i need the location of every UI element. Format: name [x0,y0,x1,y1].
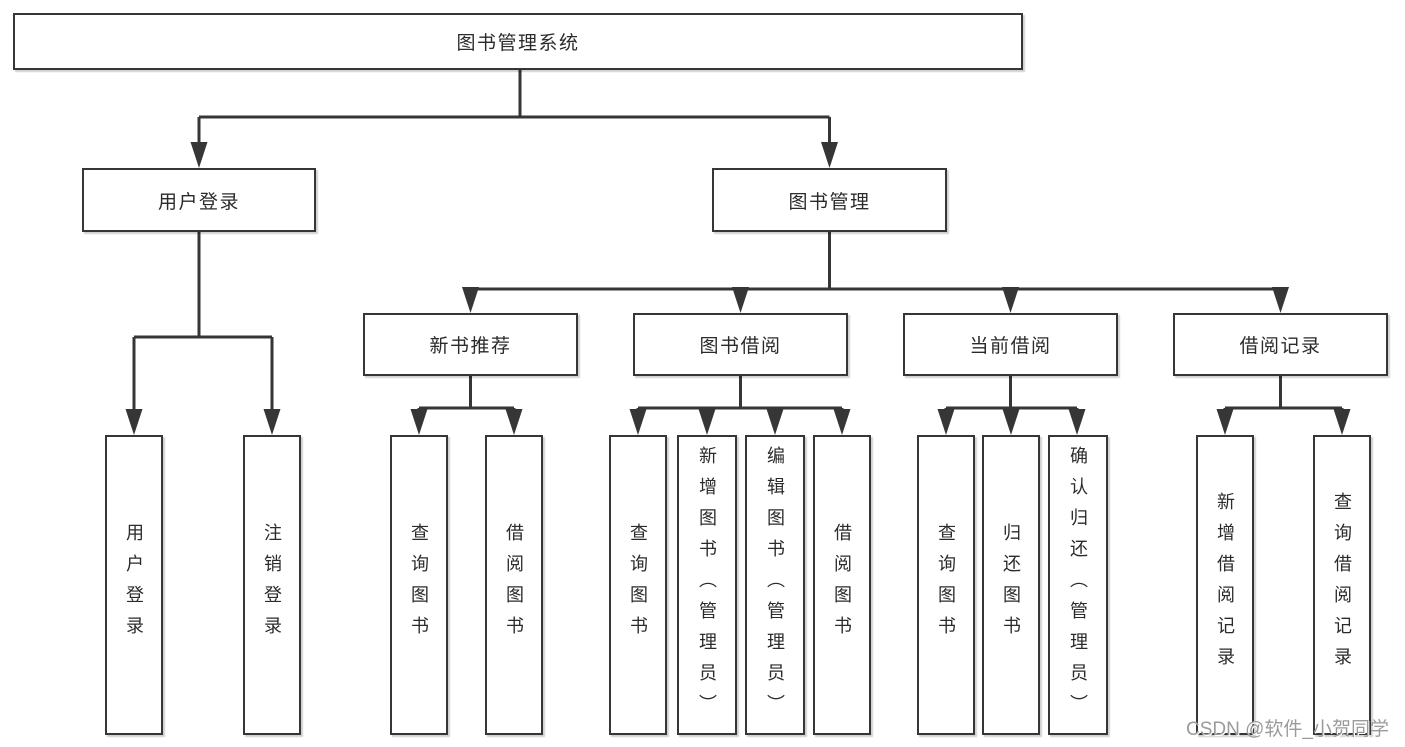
leaf-user-login: 用户登录 [105,435,163,735]
node-book-management: 图书管理 [712,168,947,232]
leaf-borrow-books-recommend: 借阅图书 [485,435,543,735]
node-borrowing-records: 借阅记录 [1173,313,1388,376]
leaf-label: 查询图书 [409,523,429,647]
node-user-login: 用户登录 [82,168,316,232]
leaf-label: 归还图书 [1001,523,1021,647]
leaf-borrow-books: 借阅图书 [813,435,871,735]
leaf-add-borrow-record: 新增借阅记录 [1196,435,1254,735]
node-book-borrowing: 图书借阅 [633,313,848,376]
leaf-label: 借阅图书 [832,523,852,647]
leaf-edit-books-admin: 编辑图书（管理员） [745,435,805,735]
leaf-confirm-return-admin: 确认归还（管理员） [1048,435,1108,735]
leaf-label: 新增图书（管理员） [697,445,717,725]
leaf-label: 借阅图书 [504,523,524,647]
leaf-label: 用户登录 [124,523,144,647]
leaf-add-books-admin: 新增图书（管理员） [677,435,737,735]
leaf-label: 确认归还（管理员） [1068,445,1088,725]
node-label: 图书管理系统 [456,33,580,54]
node-label: 新书推荐 [429,336,512,357]
leaf-label: 新增借阅记录 [1215,492,1235,678]
leaf-query-books-borrowing: 查询图书 [609,435,667,735]
node-label: 当前借阅 [969,336,1052,357]
leaf-return-books: 归还图书 [982,435,1040,735]
leaf-label: 查询图书 [936,523,956,647]
node-label: 借阅记录 [1239,336,1322,357]
leaf-query-books-current: 查询图书 [917,435,975,735]
node-book-management-system: 图书管理系统 [13,13,1023,70]
leaf-label: 编辑图书（管理员） [765,445,785,725]
leaf-label: 查询图书 [628,523,648,647]
leaf-query-books-recommend: 查询图书 [390,435,448,735]
node-label: 图书管理 [788,191,871,213]
leaf-logout: 注销登录 [243,435,301,735]
leaf-label: 注销登录 [262,523,282,647]
leaf-label: 查询借阅记录 [1332,492,1352,678]
csdn-watermark: CSDN @软件_小贺同学 [1186,719,1389,740]
node-new-book-recommendation: 新书推荐 [363,313,578,376]
leaf-query-borrow-record: 查询借阅记录 [1313,435,1371,735]
node-current-borrowing: 当前借阅 [903,313,1118,376]
node-label: 图书借阅 [699,336,782,357]
node-label: 用户登录 [157,191,240,213]
